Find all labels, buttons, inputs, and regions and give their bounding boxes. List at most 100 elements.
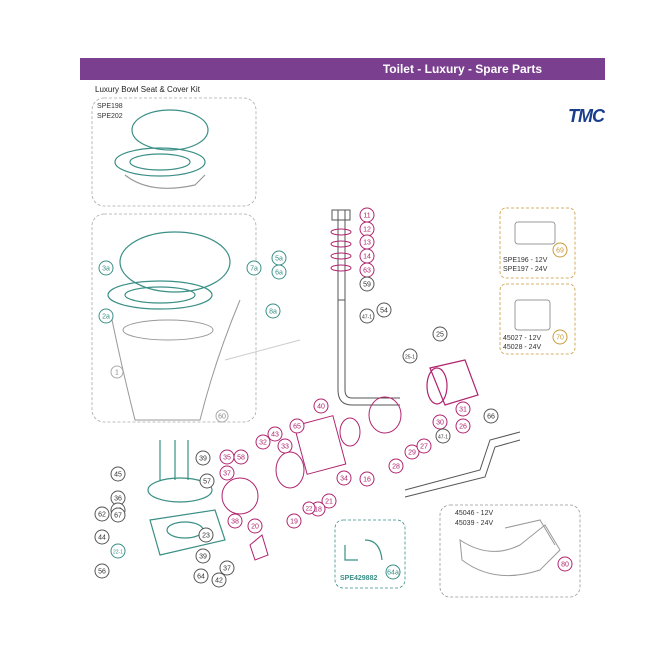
svg-text:3a: 3a	[102, 266, 110, 273]
svg-text:40: 40	[317, 404, 325, 411]
svg-text:56: 56	[98, 569, 106, 576]
part-callout: 47-1	[359, 308, 375, 324]
base-flange	[147, 440, 226, 556]
part-callout: 34	[336, 470, 352, 486]
svg-text:32: 32	[259, 440, 267, 447]
part-callout: 43	[267, 426, 283, 442]
pump-kit-1-code-2: SPE197 - 24V	[503, 266, 548, 273]
pump-kit-icons	[459, 221, 561, 577]
svg-text:35: 35	[223, 455, 231, 462]
part-callout: 11	[359, 207, 375, 223]
pump-kit-2-code-2: 45028 - 24V	[503, 344, 541, 351]
toilet-drawing	[107, 231, 231, 310]
part-number-callouts: 1 2a 3a 5a 6a 7a 8a 60 11 12 13 14 63 59…	[94, 207, 573, 588]
pump-kit-box-1	[499, 207, 576, 279]
svg-text:25: 25	[436, 332, 444, 339]
part-callout: 59	[359, 276, 375, 292]
svg-text:26: 26	[459, 424, 467, 431]
part-callout: 7a	[246, 260, 262, 276]
svg-text:37: 37	[223, 471, 231, 478]
seat-kit-box	[91, 97, 257, 207]
svg-text:39: 39	[199, 456, 207, 463]
part-callout: 56	[94, 563, 110, 579]
svg-text:34: 34	[340, 476, 348, 483]
svg-text:1: 1	[115, 370, 119, 377]
part-callout: 70	[552, 329, 568, 345]
svg-text:62: 62	[98, 512, 106, 519]
pump-kit-3-code-2: 45039 - 24V	[455, 520, 493, 527]
svg-text:5a: 5a	[275, 256, 283, 263]
part-callout: 47-1	[435, 428, 451, 444]
part-callout: 60	[215, 409, 229, 423]
part-callout: 16	[359, 471, 375, 487]
part-callout: 27	[416, 438, 432, 454]
svg-text:7a: 7a	[250, 266, 258, 273]
svg-text:30: 30	[436, 420, 444, 427]
part-callout: 37	[219, 560, 235, 576]
svg-text:64a: 64a	[387, 570, 399, 577]
kit-code-2: SPE202	[97, 113, 123, 120]
part-callout: 5a	[271, 250, 287, 266]
part-callout: 1	[110, 365, 124, 379]
part-callout: 31	[455, 401, 471, 417]
part-callout: 20	[247, 518, 263, 534]
part-callout: 25	[432, 326, 448, 342]
svg-text:33: 33	[281, 444, 289, 451]
svg-text:36: 36	[114, 496, 122, 503]
part-callout: 64a	[385, 564, 401, 580]
svg-text:58: 58	[237, 455, 245, 462]
part-callout: 28	[388, 458, 404, 474]
part-callout: 39	[195, 450, 211, 466]
svg-text:21: 21	[325, 499, 333, 506]
svg-text:23: 23	[202, 533, 210, 540]
seat-kit-drawing	[114, 109, 209, 189]
svg-text:2a: 2a	[102, 314, 110, 321]
page-title: Toilet - Luxury - Spare Parts	[382, 62, 542, 76]
svg-text:20: 20	[251, 524, 259, 531]
part-callout: 57	[199, 473, 215, 489]
pump-kit-2-code-1: 45027 - 12V	[503, 335, 541, 342]
pump-kit-1-code-1: SPE196 - 12V	[503, 257, 548, 264]
svg-text:44: 44	[98, 535, 106, 542]
svg-text:6a: 6a	[275, 270, 283, 277]
svg-text:18: 18	[314, 507, 322, 514]
part-callout: 37	[219, 465, 235, 481]
svg-text:67: 67	[114, 513, 122, 520]
part-callout: 13	[359, 234, 375, 250]
part-callout: 23	[198, 527, 214, 543]
part-callout: 32	[255, 434, 271, 450]
kit-code-1: SPE198	[97, 103, 123, 110]
part-callout: 38	[227, 513, 243, 529]
part-callout: 44	[94, 529, 110, 545]
part-callout: 12	[359, 221, 375, 237]
part-callout: 80	[557, 556, 573, 572]
part-callout: 58	[233, 449, 249, 465]
part-callout: 67	[110, 507, 126, 523]
svg-text:43: 43	[271, 432, 279, 439]
part-callout: 21	[321, 493, 337, 509]
svg-text:80: 80	[561, 562, 569, 569]
part-callout: 22-1	[110, 543, 126, 559]
part-callout: 45	[110, 466, 126, 482]
svg-text:47-1: 47-1	[362, 315, 372, 321]
part-callout: 40	[313, 398, 329, 414]
svg-text:19: 19	[290, 519, 298, 526]
svg-text:54: 54	[380, 308, 388, 315]
kit-title: Luxury Bowl Seat & Cover Kit	[95, 85, 200, 94]
part-callout: 65	[289, 418, 305, 434]
part-callout: 26	[455, 418, 471, 434]
part-callout: 22	[302, 501, 316, 515]
svg-text:37: 37	[223, 566, 231, 573]
svg-text:59: 59	[363, 282, 371, 289]
brand-logo: TMC	[568, 106, 605, 126]
toilet-box	[91, 213, 257, 423]
part-callout: 25-1	[402, 348, 418, 364]
pump-kit-3-code-1: 45046 - 12V	[455, 510, 493, 517]
svg-text:45: 45	[114, 472, 122, 479]
toilet-base	[109, 299, 241, 421]
svg-text:25-1: 25-1	[405, 355, 415, 361]
svg-text:27: 27	[420, 444, 428, 451]
hose-kit-code: SPE429882	[340, 575, 377, 582]
hose-kit-drawing	[344, 539, 383, 561]
